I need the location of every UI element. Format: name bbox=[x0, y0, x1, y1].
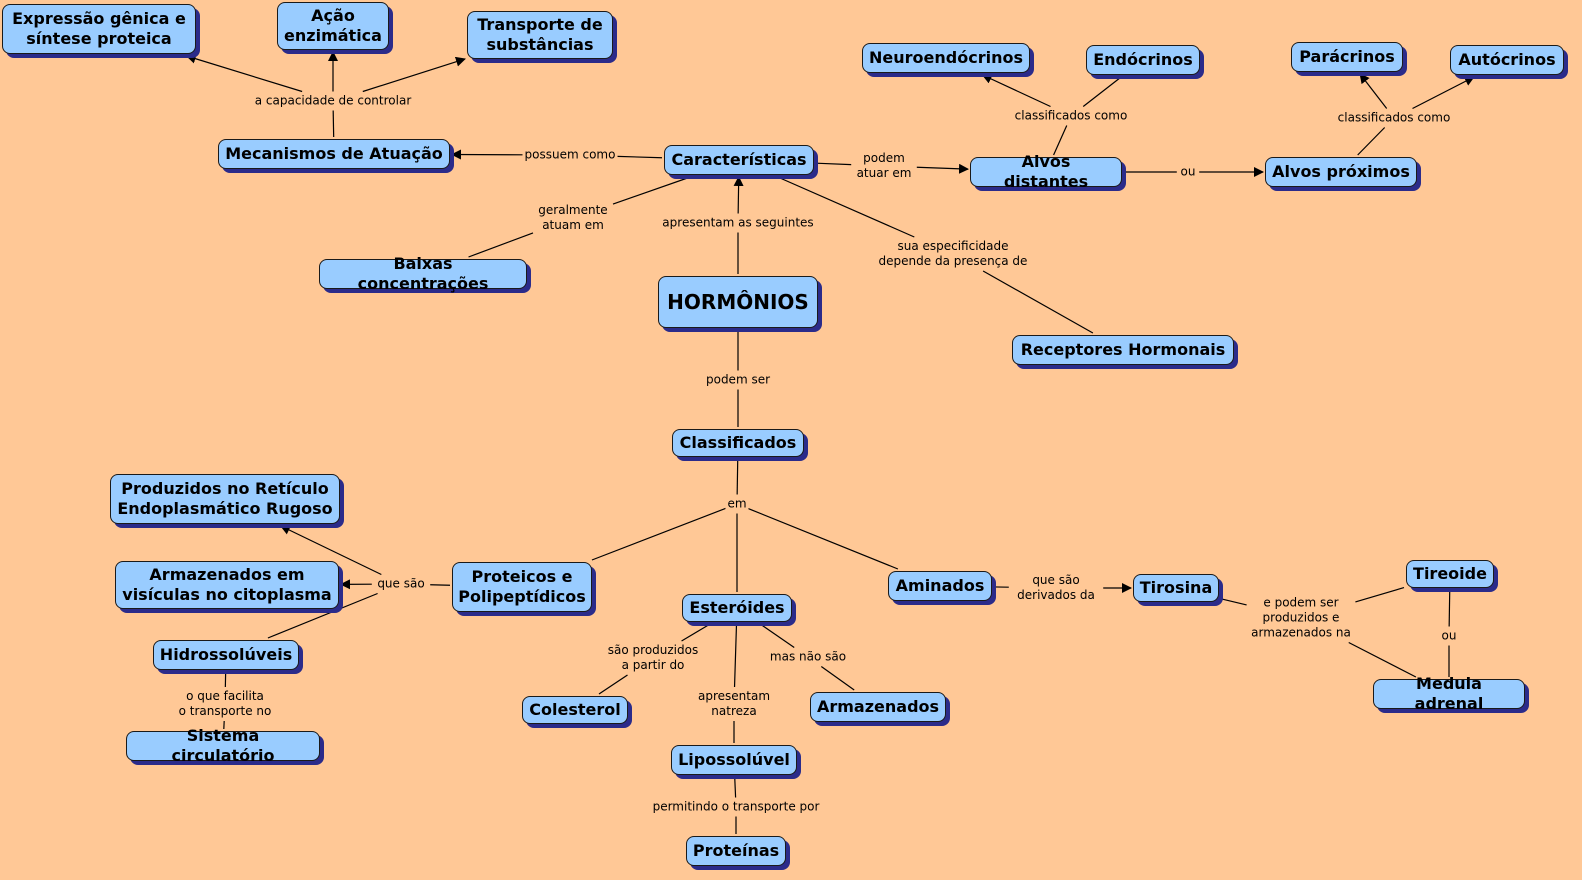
connector-line bbox=[617, 155, 663, 159]
connector-line bbox=[591, 507, 727, 561]
concept-node-acao[interactable]: Ação enzimática bbox=[277, 2, 389, 50]
concept-node-transporte[interactable]: Transporte de substâncias bbox=[467, 11, 613, 59]
concept-node-tirosina[interactable]: Tirosina bbox=[1133, 574, 1219, 602]
link-phrase[interactable]: sua especificidade depende da presença d… bbox=[876, 239, 1030, 269]
link-phrase[interactable]: apresentam as seguintes bbox=[660, 215, 816, 231]
link-phrase[interactable]: podem atuar em bbox=[854, 151, 914, 181]
concept-node-tireoide[interactable]: Tireoide bbox=[1406, 560, 1494, 588]
connector-line bbox=[815, 162, 852, 166]
connector-line bbox=[1357, 127, 1386, 156]
connector-line bbox=[681, 623, 711, 642]
concept-node-armazenados[interactable]: Armazenados bbox=[810, 692, 946, 722]
connector-arrow bbox=[916, 163, 969, 174]
concept-node-endocrinos[interactable]: Endócrinos bbox=[1086, 45, 1200, 75]
connector-line bbox=[759, 623, 795, 648]
concept-node-hormonios[interactable]: HORMÔNIOS bbox=[658, 276, 818, 328]
connector-arrow bbox=[981, 74, 1051, 108]
connector-line bbox=[1355, 587, 1405, 603]
concept-node-alvos-dist[interactable]: Alvos distantes bbox=[970, 152, 1122, 191]
concept-node-esteroides[interactable]: Esteróides bbox=[682, 594, 792, 622]
concept-node-autocrinos[interactable]: Autócrinos bbox=[1450, 45, 1564, 75]
connector-arrow bbox=[1359, 73, 1388, 109]
concept-node-aminados[interactable]: Aminados bbox=[888, 571, 992, 601]
link-phrase[interactable]: são produzidos a partir do bbox=[605, 643, 701, 673]
connector-arrow bbox=[362, 56, 466, 93]
link-phrase[interactable]: podem ser bbox=[703, 372, 773, 388]
concept-node-classificados[interactable]: Classificados bbox=[672, 429, 804, 457]
connector-line bbox=[1448, 589, 1451, 627]
concept-node-baixas[interactable]: Baixas concentrações bbox=[319, 254, 527, 293]
connector-line bbox=[733, 623, 738, 688]
concept-node-colesterol[interactable]: Colesterol bbox=[522, 696, 628, 724]
link-phrase[interactable]: permitindo o transporte por bbox=[650, 799, 822, 815]
connector-arrow bbox=[1412, 76, 1475, 110]
connector-arrow bbox=[185, 53, 303, 93]
concept-node-medula[interactable]: Medula adrenal bbox=[1373, 674, 1525, 713]
connector-line bbox=[468, 232, 534, 258]
link-phrase[interactable]: o que facilita o transporte no bbox=[176, 689, 274, 719]
link-phrase[interactable]: em bbox=[725, 496, 749, 512]
connector-line bbox=[1053, 125, 1068, 156]
connector-line bbox=[598, 674, 628, 695]
link-phrase[interactable]: classificados como bbox=[1012, 108, 1130, 124]
concept-node-caracteristicas[interactable]: Características bbox=[664, 145, 814, 175]
concept-node-expressao[interactable]: Expressão gênica e síntese proteica bbox=[2, 4, 196, 54]
concept-node-neuroendocrinos[interactable]: Neuroendócrinos bbox=[862, 43, 1030, 73]
concept-node-receptores[interactable]: Receptores Hormonais bbox=[1012, 335, 1234, 365]
concept-node-lipossoluvel[interactable]: Lipossolúvel bbox=[671, 745, 797, 775]
connector-line bbox=[1082, 76, 1122, 107]
link-phrase[interactable]: e podem ser produzidos e armazenados na bbox=[1249, 595, 1353, 641]
concept-node-proteinas[interactable]: Proteínas bbox=[686, 836, 786, 866]
connector-line bbox=[982, 270, 1094, 334]
concept-node-armazenados-ves[interactable]: Armazenados em visículas no citoplasma bbox=[115, 561, 339, 609]
connector-line bbox=[734, 776, 737, 798]
link-phrase[interactable]: apresentam natreza bbox=[695, 689, 773, 719]
connector-line bbox=[332, 110, 335, 138]
concept-node-paracrinos[interactable]: Parácrinos bbox=[1291, 42, 1403, 72]
link-phrase[interactable]: que são derivados da bbox=[1015, 573, 1097, 603]
connector-line bbox=[1348, 641, 1417, 678]
link-phrase[interactable]: a capacidade de controlar bbox=[252, 93, 414, 109]
link-phrase[interactable]: geralmente atuam em bbox=[536, 203, 610, 233]
connector-line bbox=[777, 176, 915, 238]
link-phrase[interactable]: mas não são bbox=[767, 649, 849, 665]
link-phrase[interactable]: que são bbox=[375, 576, 427, 592]
connector-line bbox=[612, 176, 691, 205]
connector-line bbox=[267, 592, 378, 639]
concept-node-produzidos-rer[interactable]: Produzidos no Retículo Endoplasmático Ru… bbox=[110, 474, 340, 524]
connector-line bbox=[747, 507, 899, 570]
concept-node-proteicos[interactable]: Proteicos e Polipeptídicos bbox=[452, 562, 592, 612]
concept-node-sistema[interactable]: Sistema circulatório bbox=[126, 726, 320, 765]
connector-arrow bbox=[280, 525, 382, 576]
link-phrase[interactable]: ou bbox=[1439, 628, 1459, 644]
concept-node-mecanismos[interactable]: Mecanismos de Atuação bbox=[218, 139, 450, 169]
connector-line bbox=[820, 666, 855, 691]
connector-line bbox=[1220, 598, 1247, 606]
link-phrase[interactable]: classificados como bbox=[1335, 110, 1453, 126]
connector-line bbox=[736, 458, 739, 495]
concept-node-hidrossoluveis[interactable]: Hidrossolúveis bbox=[153, 640, 299, 670]
concept-node-alvos-prox[interactable]: Alvos próximos bbox=[1265, 157, 1417, 187]
connector-arrow bbox=[733, 176, 744, 214]
link-phrase[interactable]: possuem como bbox=[522, 147, 618, 163]
link-phrase[interactable]: ou bbox=[1178, 164, 1198, 180]
